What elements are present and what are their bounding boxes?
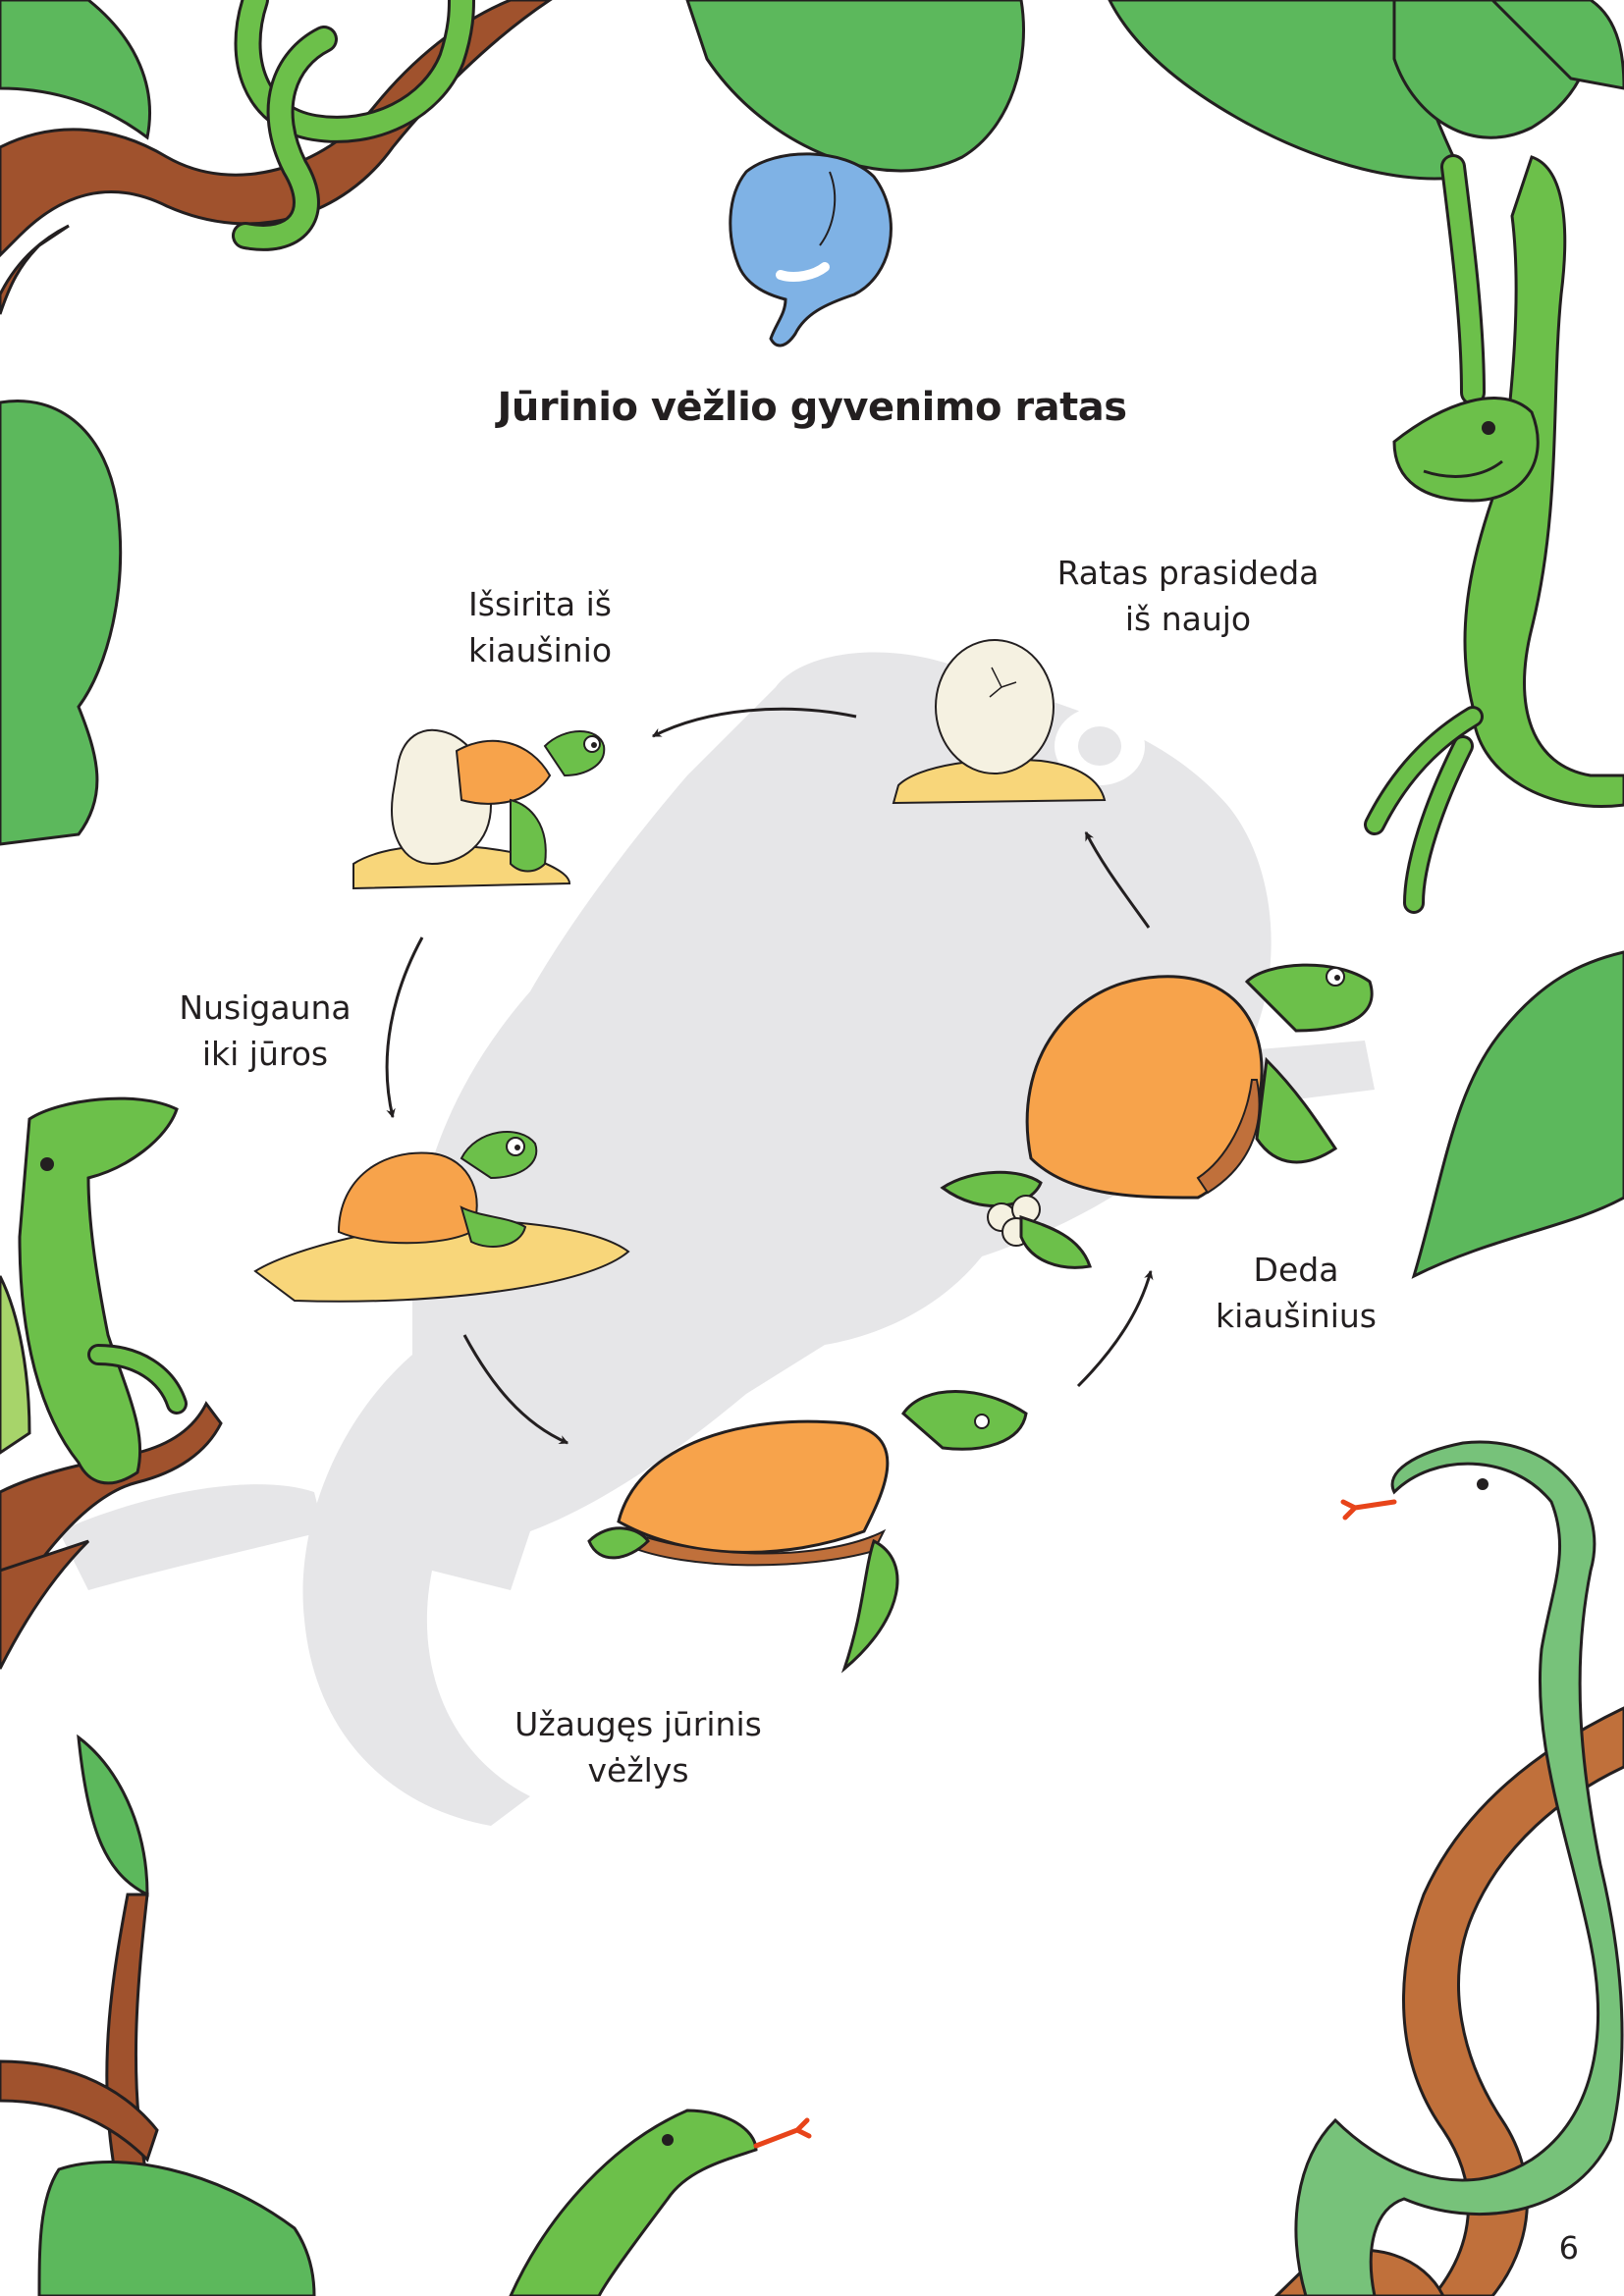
bottom-right-snake [1273, 1440, 1624, 2296]
page-title: Jūrinio vėžlio gyvenimo ratas [497, 385, 1127, 430]
label-sea-line2: iki jūros [201, 1035, 329, 1073]
arrow-adult-to-lay [1076, 1269, 1154, 1388]
chameleon-shadow [59, 652, 1375, 1826]
elephant-logo [729, 152, 893, 347]
label-lay-line2: kiaušinius [1216, 1297, 1377, 1335]
label-hatch-line1: Išsirita iš [467, 585, 613, 623]
label-adult: Užaugęs jūrinis vėžlys [471, 1701, 805, 1793]
right-leaf [1411, 950, 1624, 1279]
top-left-branch [0, 0, 553, 315]
bottom-left-vine [0, 1734, 316, 2296]
left-leaf [0, 400, 123, 846]
arrow-sea-to-adult [462, 1334, 569, 1445]
adult-turtle [587, 1390, 1028, 1674]
label-restart-line2: iš naujo [1124, 600, 1252, 638]
top-center-leaf [685, 0, 1025, 173]
arrow-lay-to-egg [1084, 830, 1151, 929]
bottom-snake [509, 2109, 812, 2296]
arrow-egg-to-hatch [651, 707, 857, 738]
label-adult-line2: vėžlys [587, 1751, 689, 1789]
hanging-lizard [1364, 154, 1624, 914]
page-number: 6 [1558, 2229, 1579, 2267]
label-hatch: Išsirita iš kiaušinio [393, 581, 687, 673]
label-sea-line1: Nusigauna [179, 988, 352, 1027]
baby-turtle [253, 1131, 630, 1303]
label-lay-line1: Deda [1253, 1251, 1339, 1289]
label-lay: Deda kiaušinius [1178, 1247, 1414, 1339]
left-lizard [0, 1096, 223, 1670]
label-hatch-line2: kiaušinio [467, 631, 613, 669]
label-restart-line1: Ratas prasideda [1056, 554, 1320, 592]
label-restart: Ratas prasideda iš naujo [1021, 550, 1355, 642]
label-sea: Nusigauna iki jūros [137, 985, 393, 1077]
label-adult-line1: Užaugęs jūrinis [514, 1705, 762, 1743]
egg-cycle [892, 639, 1107, 805]
hatching-turtle [352, 728, 606, 890]
laying-turtle [940, 963, 1374, 1269]
cycle-arrows [385, 707, 1154, 1445]
arrow-hatch-to-sea [385, 936, 424, 1119]
top-right-leaves [1108, 0, 1624, 181]
